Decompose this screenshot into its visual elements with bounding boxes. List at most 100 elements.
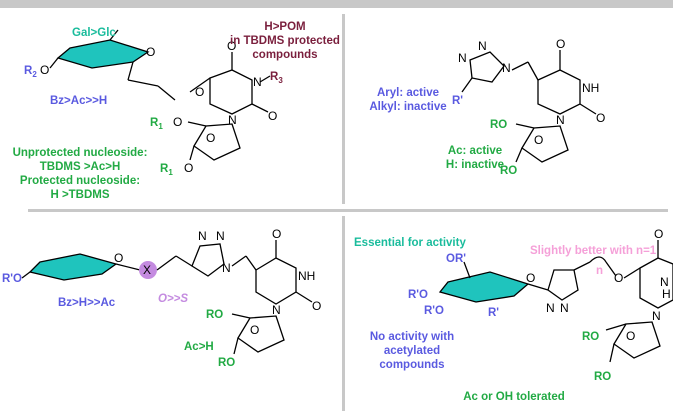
panel-top-right: N N N R' O NH O N O RO RO Aryl: active A… — [369, 37, 605, 177]
deoxyribose-bl — [237, 315, 285, 353]
protected-pref: H >TBDMS — [50, 189, 109, 201]
panel-top-left: O O O R2 O N O N R3 O O O R1 R1 — [13, 21, 340, 201]
ac-pref-label: Ac>H — [184, 341, 214, 353]
or-lower-br: R'O — [424, 305, 444, 317]
atom-nh-tr: NH — [582, 81, 599, 95]
pom-label-1: H>POM — [264, 21, 305, 33]
atom-o-link-tl: O — [195, 85, 204, 99]
rprime-bl: R'O — [2, 273, 22, 285]
atom-o-r2-tl: O — [40, 63, 49, 77]
atom-o-c4-bl: O — [272, 227, 281, 241]
sugar-ring-tl — [56, 39, 150, 69]
ro-a-tr: RO — [490, 119, 507, 131]
bz-pref-label: Bz>H>>Ac — [58, 297, 116, 309]
atom-n-b-tr: N — [458, 51, 467, 65]
deoxyribose-br — [613, 321, 661, 359]
ac-oh-tolerated-label: Ac or OH tolerated — [463, 391, 565, 403]
atom-o-ring-tl: O — [146, 45, 155, 59]
uracil-ring-tr — [537, 69, 581, 115]
atom-o-sugar-tl: O — [206, 131, 215, 145]
atom-o5-tl: O — [173, 115, 182, 129]
divider-vertical-bottom — [342, 216, 345, 411]
atom-o-sugar-bl: O — [250, 323, 259, 337]
divider-horizontal — [28, 209, 668, 212]
ro-a-br: RO — [582, 331, 599, 343]
unprotected-pref: TBDMS >Ac>H — [40, 161, 121, 173]
atom-o-sugar-br: O — [626, 329, 635, 343]
panel-bottom-right: OR' R'O R'O R' O N N n O O N H N — [354, 227, 673, 403]
atom-n-b-br: N — [560, 301, 569, 315]
atom-o-sugar-tr: O — [534, 133, 543, 147]
or-left-br: R'O — [408, 289, 428, 301]
atom-o-c4-tl: O — [227, 39, 236, 53]
atom-h-br: H — [662, 287, 671, 301]
top-border — [0, 0, 673, 8]
uracil-ring-tl — [209, 69, 253, 115]
atom-o-c2-bl: O — [312, 299, 321, 313]
no-activity-2: acetylated — [384, 345, 440, 357]
atom-nh-bl: NH — [298, 269, 315, 283]
atom-o-c2-tl: O — [268, 109, 277, 123]
divider-vertical-top — [342, 14, 345, 204]
atom-n3-tl: N — [253, 75, 262, 89]
no-activity-1: No activity with — [370, 331, 454, 343]
atom-n-c-tr: N — [502, 61, 511, 75]
panel-bottom-left: R'O O X N N N O NH O N O — [2, 227, 321, 369]
x-atom-bl: X — [143, 263, 151, 277]
no-activity-3: compounds — [379, 359, 444, 371]
acyl-pref-label: Bz>Ac>>H — [50, 95, 107, 107]
r2-label-tl: R2 — [24, 65, 37, 79]
protected-label: Protected nucleoside: — [20, 175, 140, 187]
ro-b-br: RO — [594, 371, 611, 383]
aryl-label: Aryl: active — [377, 87, 439, 99]
atom-n-c-bl: N — [222, 261, 231, 275]
pom-label-3: compounds — [252, 49, 317, 61]
atom-n-a-bl: N — [198, 229, 207, 243]
sugar-pref-label: Gal>Glc — [72, 27, 116, 39]
or-right-br: R' — [488, 307, 499, 319]
triazole-bl — [191, 243, 225, 277]
triazole-tr — [469, 51, 505, 83]
unprotected-label: Unprotected nucleoside: — [13, 147, 148, 159]
ac-active-label: Ac: active — [448, 145, 502, 157]
atom-o3-tl: O — [184, 161, 193, 175]
r3-label-tl: R3 — [270, 71, 283, 85]
atom-n1-bl: N — [272, 303, 281, 317]
triazole-br — [547, 269, 579, 301]
alkyl-label: Alkyl: inactive — [369, 101, 446, 113]
essential-label: Essential for activity — [354, 237, 466, 249]
atom-o-c4-br: O — [654, 227, 663, 241]
uracil-ring-bl — [255, 257, 297, 305]
o-s-pref-label: O>>S — [158, 293, 188, 305]
atom-n-a-tr: N — [478, 39, 487, 53]
ro-b-bl: RO — [218, 357, 235, 369]
atom-o-c2-tr: O — [596, 111, 605, 125]
atom-o-ring-bl: O — [114, 251, 123, 265]
r1b-label-tl: R1 — [160, 163, 173, 177]
h-inactive-label: H: inactive — [446, 159, 504, 171]
ro-b-tr: RO — [500, 165, 517, 177]
ro-a-bl: RO — [206, 309, 223, 321]
atom-n1-br: N — [652, 309, 661, 323]
atom-n3-br: N — [660, 275, 669, 289]
atom-o-ether-br: O — [614, 271, 623, 285]
atom-o-c4-tr: O — [556, 37, 565, 51]
rprime-tr: R' — [452, 95, 463, 107]
atom-n1-tr: N — [556, 113, 565, 127]
atom-o-ring-br: O — [526, 271, 535, 285]
pom-label-2: in TBDMS protected — [230, 35, 340, 47]
atom-n1-tl: N — [228, 113, 237, 127]
deoxyribose-tr — [521, 125, 569, 163]
or-top-br: OR' — [446, 253, 466, 265]
atom-n-a-br: N — [546, 301, 555, 315]
deoxyribose-tl — [193, 123, 241, 161]
sugar-ring-br — [438, 271, 530, 303]
atom-n-b-bl: N — [216, 229, 225, 243]
sugar-ring-bl — [28, 253, 118, 281]
x-highlight — [139, 261, 157, 279]
n-subscript: n — [596, 265, 603, 277]
r1a-label-tl: R1 — [150, 117, 163, 131]
slightly-better-label: Slightly better with n=1 — [530, 245, 657, 257]
